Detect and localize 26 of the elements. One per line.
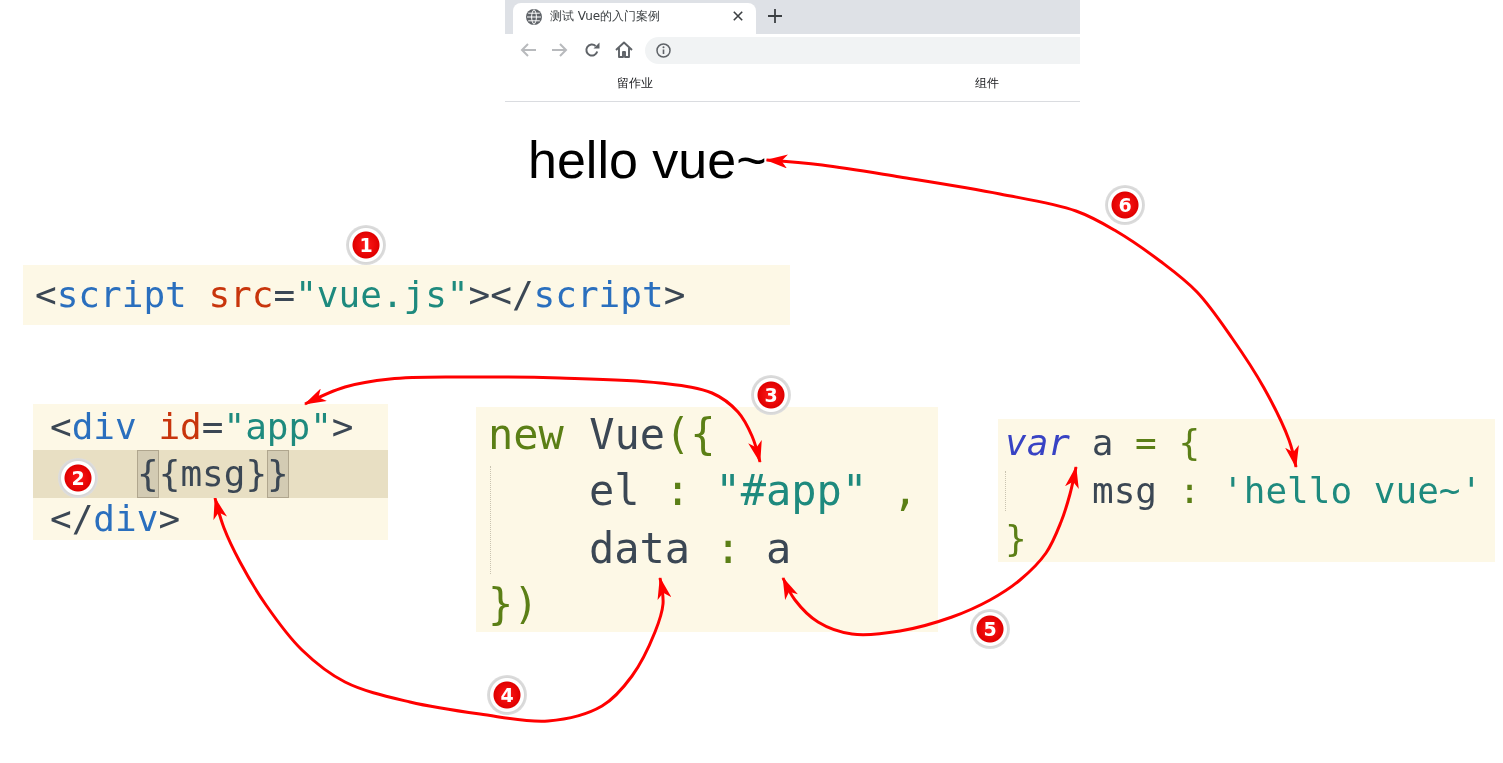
callout-number: 1 xyxy=(346,225,386,265)
code-line: }) xyxy=(488,578,539,632)
tab-title: 测试 Vue的入门案例 xyxy=(550,8,661,25)
code-line: data : a xyxy=(589,520,792,578)
code-line: msg : 'hello vue~' xyxy=(1092,467,1483,515)
code-line: } xyxy=(1005,515,1027,562)
curved-arrow xyxy=(213,497,672,723)
curved-arrow xyxy=(765,154,1299,468)
curved-arrow xyxy=(304,375,762,463)
code-block xyxy=(33,404,388,540)
code-line: el : "#app" , xyxy=(589,462,918,520)
code-block: <script src="vue.js"></script> xyxy=(23,265,790,325)
callout-number: 5 xyxy=(970,609,1010,649)
callout-number: 3 xyxy=(751,375,791,415)
code-line: <div id="app"> xyxy=(50,404,354,450)
code-line: new Vue({ xyxy=(488,407,716,462)
bookmark-link: 留作业 xyxy=(617,75,653,91)
callout-number: 4 xyxy=(487,675,527,715)
code-line: </div> xyxy=(50,498,181,540)
callout-number: 6 xyxy=(1105,185,1145,225)
code-block xyxy=(476,407,938,632)
page-output-text: hello vue~ xyxy=(528,128,767,192)
code-line: var a = { xyxy=(1005,419,1201,467)
code-block xyxy=(998,419,1495,562)
bookmark-link: 组件 xyxy=(975,75,999,91)
curved-arrow xyxy=(781,466,1079,637)
